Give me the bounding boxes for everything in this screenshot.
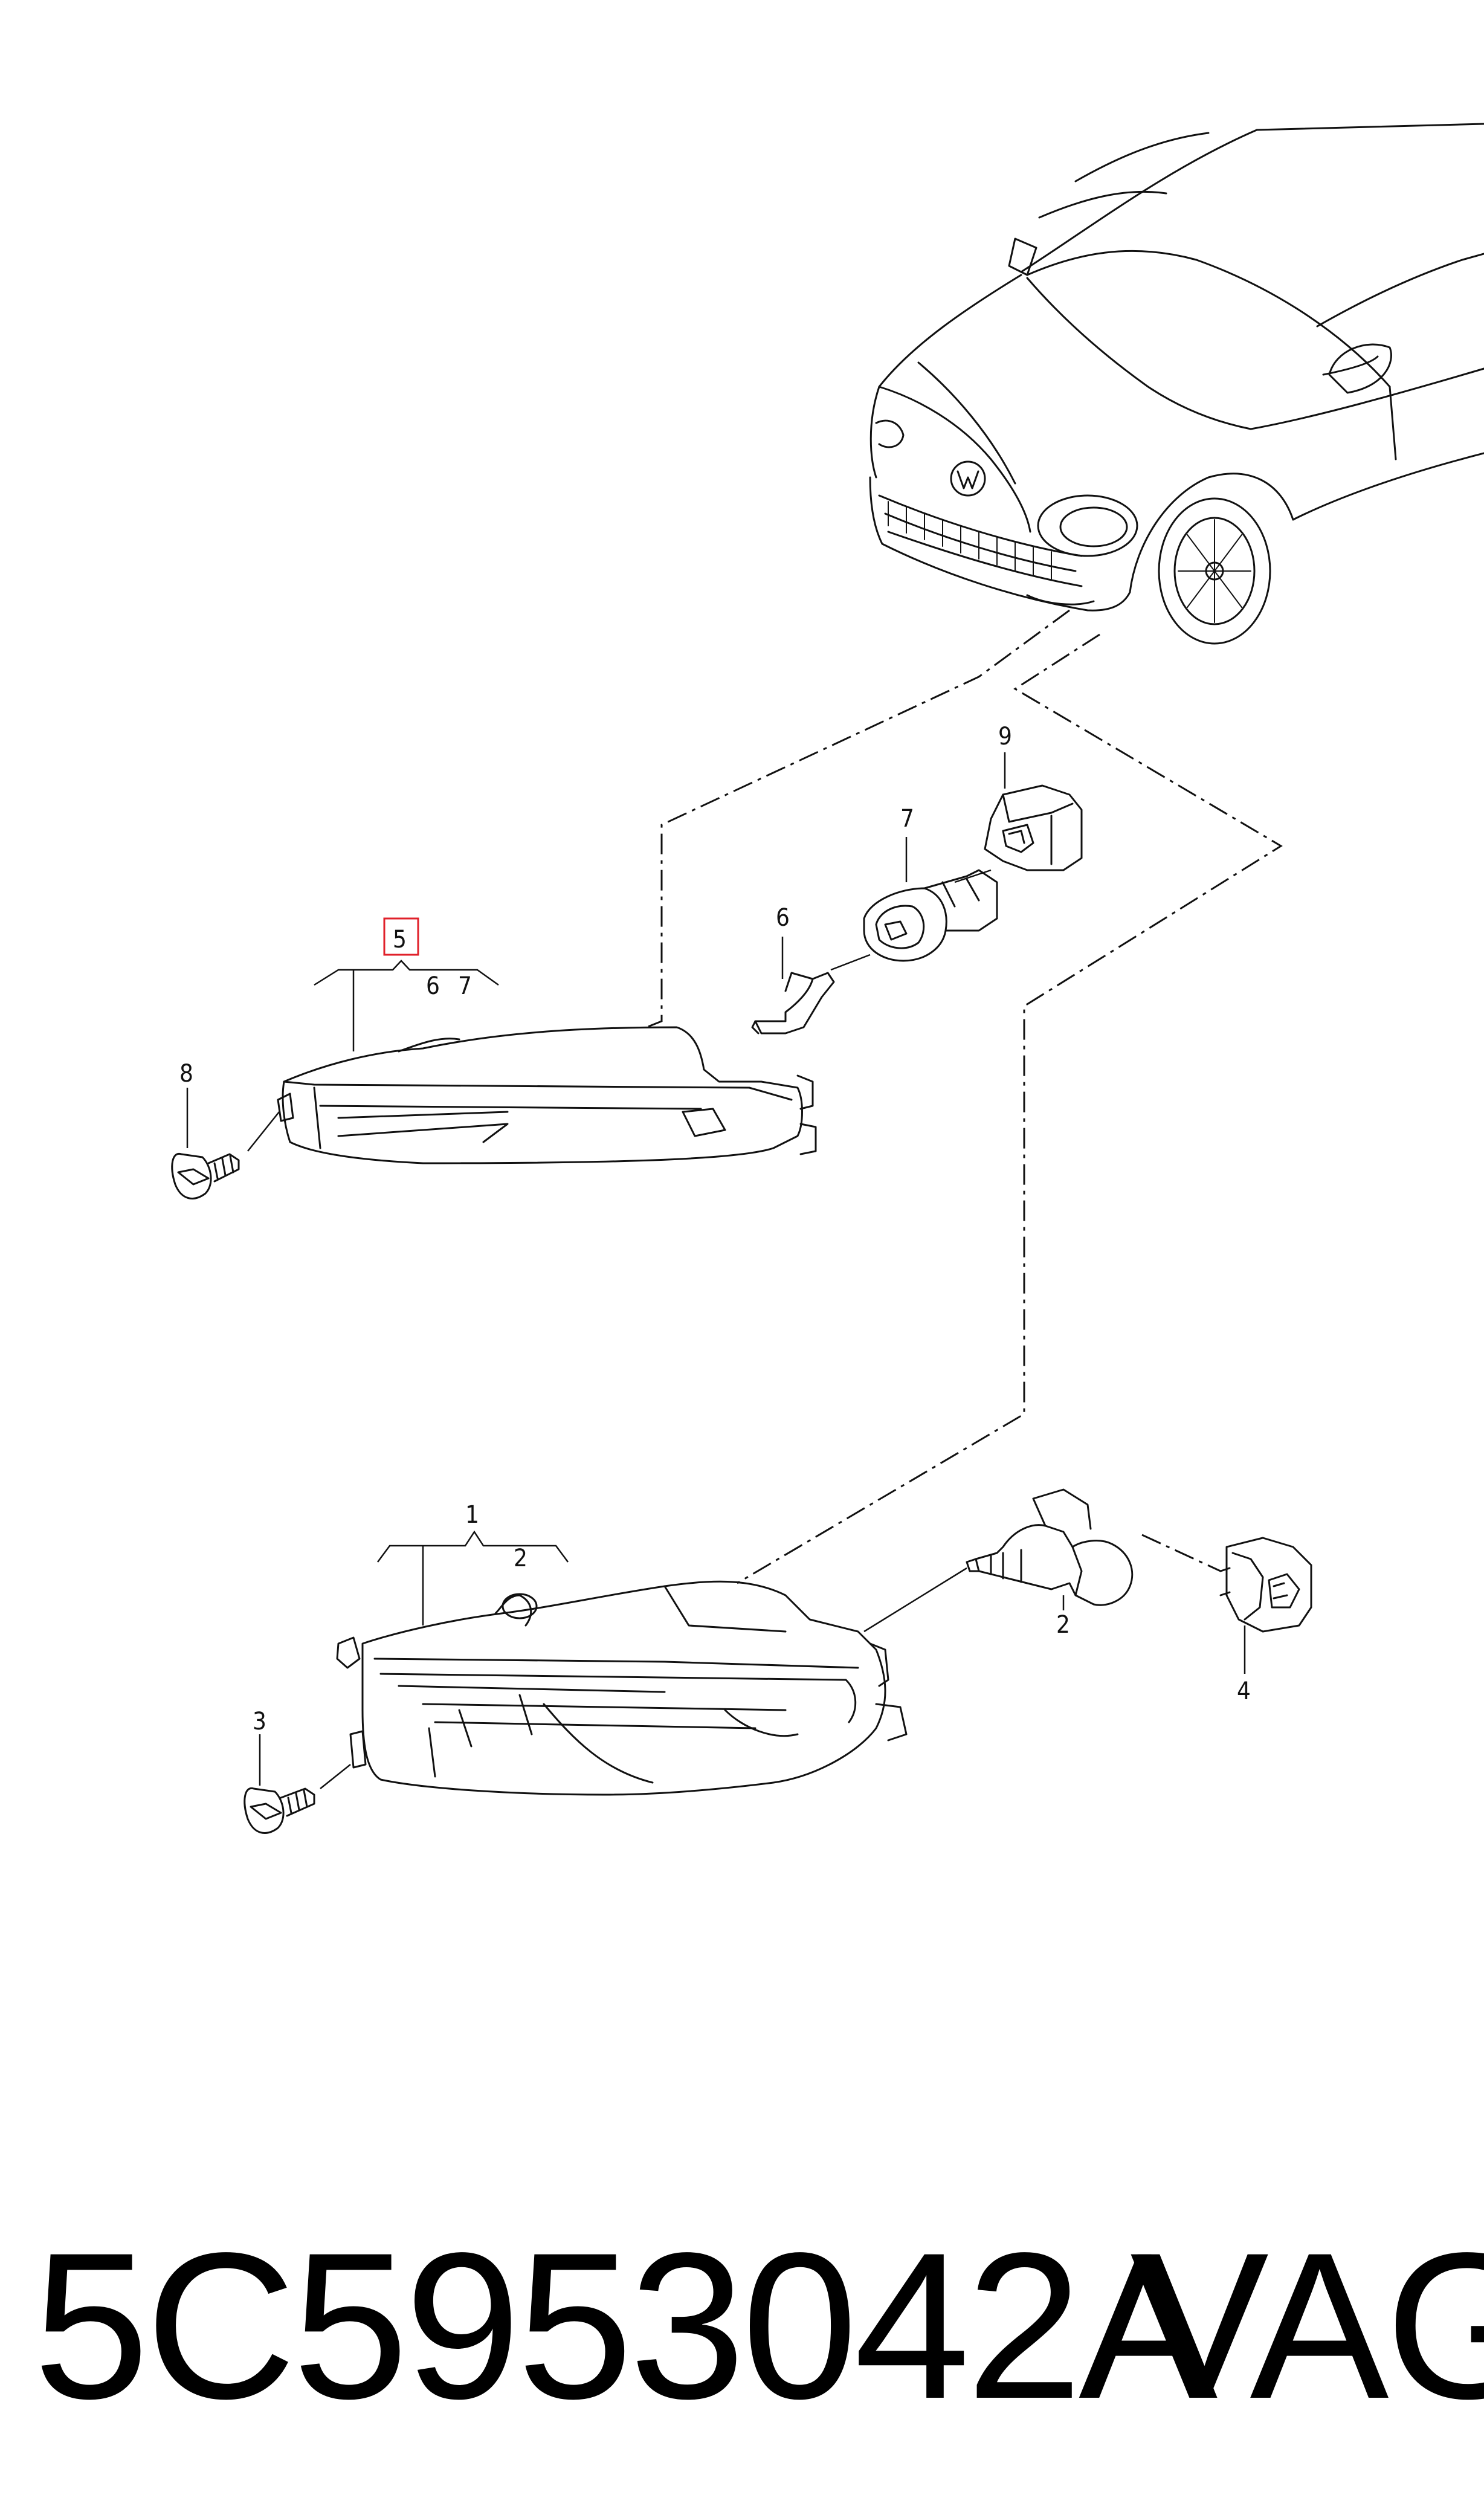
callout-8[interactable]: 8 [179,1060,193,1088]
connector-4 [1219,1537,1312,1633]
callout-7-upper[interactable]: 7 [458,972,472,1000]
fog-lamp-housing [336,1580,908,1796]
callout-2-upper[interactable]: 2 [514,1545,527,1572]
brand-label: VAG [1130,2210,1484,2442]
highlight-box-5 [383,917,419,956]
bulb-2 [966,1488,1134,1606]
callout-2[interactable]: 2 [1056,1611,1070,1639]
connector-9 [984,784,1083,871]
vehicle-illustration [869,123,1484,645]
screw-3 [244,1787,315,1834]
callout-7[interactable]: 7 [900,805,914,833]
callout-6[interactable]: 6 [776,904,790,932]
part-number: 5C5953042A [33,2210,1218,2442]
callout-3[interactable]: 3 [253,1708,266,1735]
callout-9[interactable]: 9 [998,723,1012,751]
callout-4[interactable]: 4 [1237,1677,1251,1705]
callout-labels: 5 6 7 6 7 9 8 1 2 2 3 4 [179,723,1251,1735]
bulb-socket-7 [863,869,998,962]
screw-8 [171,1152,240,1199]
turn-signal-lamp-housing [277,1026,817,1164]
assembly-leader-lines [646,609,1283,1584]
callout-5[interactable]: 5 [393,926,407,954]
callout-6-upper[interactable]: 6 [426,972,440,1000]
callout-bracket-5 [314,960,499,1051]
bulb-6 [751,972,835,1035]
part-number-caption: 5C5953042A VAG [33,2200,1484,2453]
callout-bracket-1 [376,1530,569,1625]
callout-1[interactable]: 1 [465,1501,479,1529]
